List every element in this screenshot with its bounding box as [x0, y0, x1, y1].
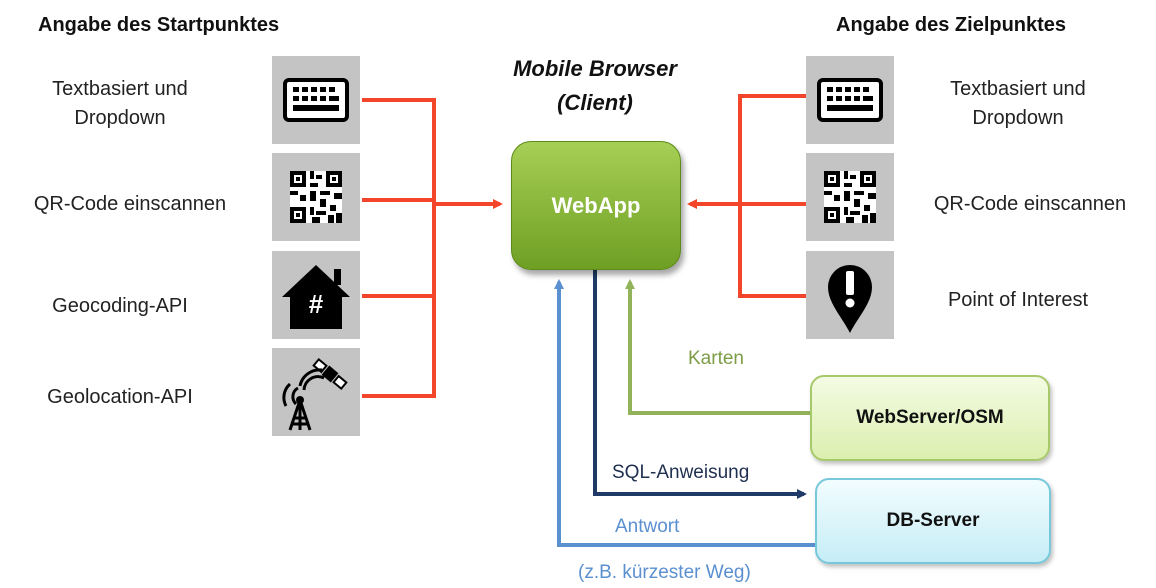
- start-qr-tile: [272, 153, 360, 241]
- target-input-connectors: [687, 94, 806, 298]
- answer-arrow: [554, 279, 815, 547]
- satellite-antenna-icon: [282, 357, 348, 431]
- target-label-qr: QR-Code einscannen: [933, 193, 1127, 215]
- keyboard-icon: [817, 78, 883, 122]
- target-label-text-line2: Dropdown: [972, 107, 1064, 129]
- sql-label: SQL-Anweisung: [612, 462, 750, 483]
- start-geolocation-tile: [272, 348, 360, 436]
- target-keyboard-tile: [806, 56, 894, 144]
- db-server-label: DB-Server: [886, 510, 980, 531]
- client-title: Mobile Browser (Client): [480, 52, 710, 120]
- map-pin-icon: [828, 265, 872, 333]
- webapp-box: WebApp: [511, 141, 681, 270]
- answer-label: Antwort: [615, 516, 680, 537]
- webserver-osm-box: WebServer/OSM: [810, 375, 1050, 461]
- start-label-text-line1: Textbasiert und: [52, 78, 188, 100]
- sql-arrow: [593, 268, 807, 499]
- svg-text:#: #: [309, 289, 324, 319]
- target-qr-tile: [806, 153, 894, 241]
- db-server-box: DB-Server: [815, 478, 1051, 564]
- target-label-text-line1: Textbasiert und: [950, 78, 1086, 100]
- qr-code-icon: [824, 171, 876, 223]
- keyboard-icon: [283, 78, 349, 122]
- target-heading: Angabe des Zielpunktes: [836, 14, 1067, 36]
- house-number-icon: #: [282, 265, 350, 329]
- target-label-poi: Point of Interest: [947, 289, 1089, 311]
- start-label-geolocation: Geolocation-API: [47, 386, 193, 408]
- start-label-text-line2: Dropdown: [74, 107, 166, 129]
- client-title-line1: Mobile Browser: [513, 56, 677, 81]
- maps-label: Karten: [688, 348, 744, 369]
- answer-note: (z.B. kürzester Weg): [578, 562, 751, 583]
- client-title-line2: (Client): [557, 90, 633, 115]
- start-heading: Angabe des Startpunktes: [38, 14, 280, 36]
- start-label-qr: QR-Code einscannen: [33, 193, 227, 215]
- maps-arrow: [625, 279, 810, 415]
- webapp-label: WebApp: [551, 192, 641, 218]
- start-input-connectors: [362, 98, 503, 398]
- start-label-geocoding: Geocoding-API: [52, 295, 188, 317]
- webserver-osm-label: WebServer/OSM: [856, 407, 1004, 428]
- start-keyboard-tile: [272, 56, 360, 144]
- target-label-text: Textbasiert und Dropdown: [918, 75, 1118, 133]
- qr-code-icon: [290, 171, 342, 223]
- target-poi-tile: [806, 251, 894, 339]
- start-label-text: Textbasiert und Dropdown: [20, 75, 220, 133]
- start-geocoding-tile: #: [272, 251, 360, 339]
